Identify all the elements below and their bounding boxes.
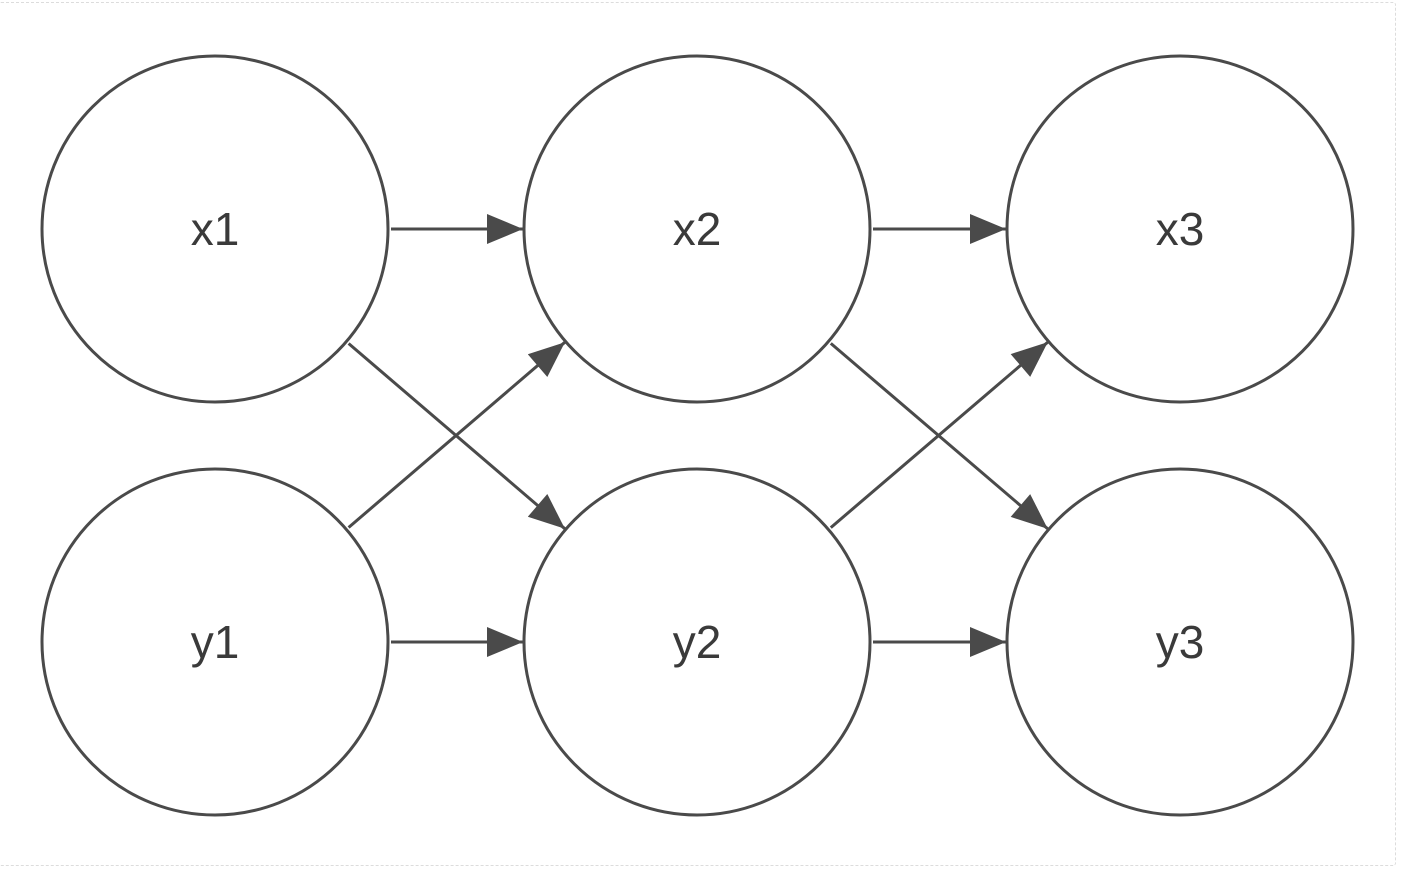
node-y2-label: y2 xyxy=(673,616,722,668)
node-y1[interactable]: y1 xyxy=(40,467,390,817)
node-x1-label: x1 xyxy=(191,203,240,255)
node-y3[interactable]: y3 xyxy=(1005,467,1355,817)
node-y1-label: y1 xyxy=(191,616,240,668)
edges-layer xyxy=(347,214,1049,657)
node-x1[interactable]: x1 xyxy=(40,54,390,404)
node-y2[interactable]: y2 xyxy=(522,467,872,817)
node-x3-label: x3 xyxy=(1156,203,1205,255)
node-y1-circle xyxy=(40,467,390,817)
node-x2[interactable]: x2 xyxy=(522,54,872,404)
node-y2-circle xyxy=(522,467,872,817)
node-y3-label: y3 xyxy=(1156,616,1205,668)
node-x3[interactable]: x3 xyxy=(1005,54,1355,404)
node-x2-label: x2 xyxy=(673,203,722,255)
node-x1-circle xyxy=(40,54,390,404)
nodes-layer: x1 x2 x3 y1 y2 y3 xyxy=(40,54,1355,817)
node-x3-circle xyxy=(1005,54,1355,404)
edge-y2-to-x3 xyxy=(829,340,1049,529)
node-x2-circle xyxy=(522,54,872,404)
edge-y1-to-x2 xyxy=(347,341,566,529)
node-y3-circle xyxy=(1005,467,1355,817)
